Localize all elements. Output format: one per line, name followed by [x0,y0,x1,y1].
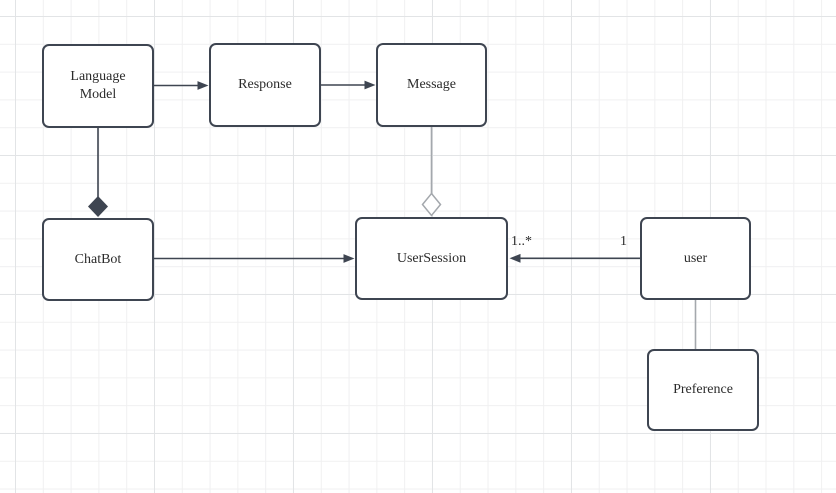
node-response[interactable]: Response [209,43,321,127]
multiplicity-label-usersession-end[interactable]: 1..* [511,234,532,249]
multiplicity-label-user-end[interactable]: 1 [620,234,627,249]
node-usersession[interactable]: UserSession [355,217,508,300]
node-label: UserSession [396,250,467,266]
node-label: ChatBot [74,251,122,267]
node-label: Preference [673,382,733,397]
node-language-model[interactable]: Language Model [42,44,154,128]
composition-diamond-icon [88,196,108,217]
arrowhead-icon [364,80,376,90]
node-user[interactable]: user [640,217,751,300]
arrowhead-icon [197,81,209,90]
node-label: Response [238,77,292,92]
node-label: Message [407,77,456,92]
aggregation-diamond-icon [421,192,442,217]
node-chatbot[interactable]: ChatBot [42,218,154,301]
edge-languagemodel-chatbot-composition[interactable] [88,128,108,217]
node-message[interactable]: Message [376,43,487,127]
edge-languagemodel-response[interactable] [154,81,209,90]
edge-chatbot-usersession[interactable] [154,254,355,263]
edge-message-usersession-aggregation[interactable] [421,127,442,217]
edge-response-message[interactable] [321,80,376,90]
node-preference[interactable]: Preference [647,349,759,431]
node-label: Language Model [70,69,126,102]
node-label: user [683,250,708,266]
edge-user-usersession[interactable] [509,253,641,263]
arrowhead-icon [509,253,521,263]
arrowhead-icon [343,254,355,263]
